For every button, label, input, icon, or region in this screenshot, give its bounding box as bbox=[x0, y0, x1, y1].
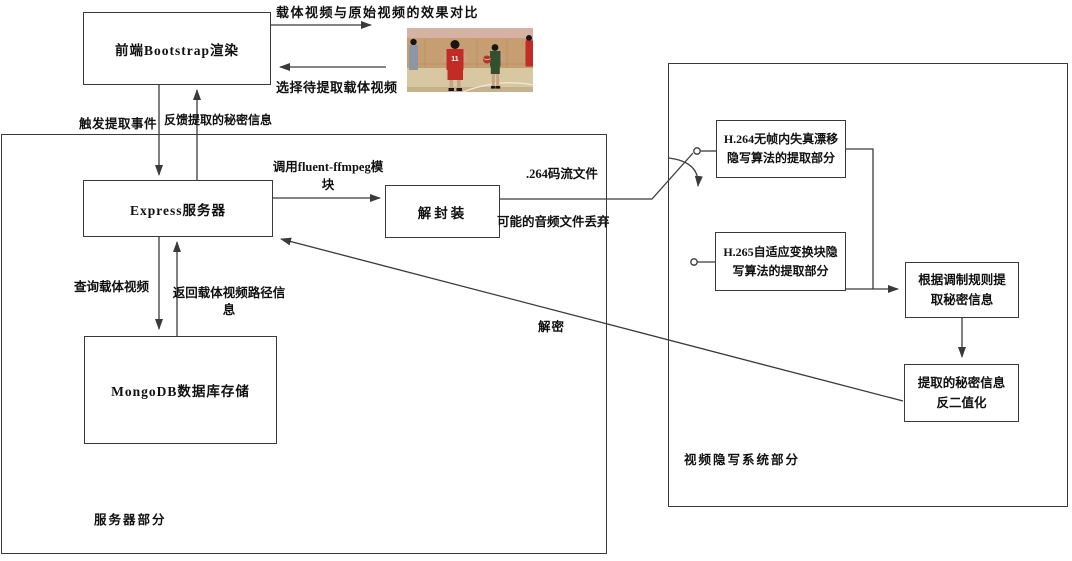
node-express-server: Express服务器 bbox=[83, 180, 273, 237]
edge-label-feedback-secret: 反馈提取的秘密信息 bbox=[164, 113, 273, 127]
photo-player-right-edge bbox=[525, 35, 533, 67]
photo-bystander bbox=[409, 45, 418, 70]
switch-contact-h264 bbox=[693, 147, 701, 155]
photo-bystander-head bbox=[410, 38, 417, 46]
edge-label-call-ffmpeg-line2: 块 bbox=[321, 178, 335, 193]
arrow-decrypt-to-express bbox=[280, 237, 904, 402]
stego-system-container bbox=[668, 63, 1068, 507]
line-demux-to-switch bbox=[500, 152, 694, 200]
edge-label-264-stream: .264码流文件 bbox=[526, 167, 598, 181]
edge-label-compare-effect: 载体视频与原始视频的效果对比 bbox=[276, 5, 480, 20]
switch-toggle-arc bbox=[668, 157, 703, 187]
photo-player-red: 11 bbox=[443, 40, 467, 91]
edge-label-call-ffmpeg-line1: 调用fluent-ffmpeg模 bbox=[272, 160, 384, 174]
edge-label-query-video: 查询载体视频 bbox=[74, 280, 150, 294]
node-h264-extract: H.264无帧内失真漂移隐写算法的提取部分 bbox=[716, 120, 846, 178]
line-h264-to-junction bbox=[845, 148, 874, 289]
server-section-container bbox=[1, 134, 607, 554]
edge-label-decrypt: 解密 bbox=[538, 320, 566, 334]
switch-contact-h265 bbox=[690, 258, 698, 266]
edge-label-return-path: 返回载体视频路径信 息 bbox=[165, 285, 293, 319]
node-demux: 解封装 bbox=[385, 185, 500, 238]
basketball-video-thumbnail: 11 bbox=[407, 28, 533, 92]
edge-label-select-video: 选择待提取载体视频 bbox=[276, 80, 398, 95]
edge-label-return-path-line2: 息 bbox=[222, 302, 236, 317]
node-h265-extract: H.265自适应变换块隐写算法的提取部分 bbox=[715, 232, 846, 291]
edge-label-return-path-line1: 返回载体视频路径信 bbox=[172, 286, 286, 300]
stego-system-label: 视频隐写系统部分 bbox=[684, 453, 801, 467]
photo-player-green bbox=[483, 44, 503, 89]
node-debinarize: 提取的秘密信息反二值化 bbox=[904, 364, 1019, 422]
edge-label-call-ffmpeg: 调用fluent-ffmpeg模 块 bbox=[262, 158, 394, 194]
server-section-label: 服务器部分 bbox=[94, 513, 167, 527]
edge-label-trigger-event: 触发提取事件 bbox=[79, 117, 158, 131]
node-frontend-bootstrap: 前端Bootstrap渲染 bbox=[83, 12, 271, 85]
photo-wall-top bbox=[407, 28, 533, 40]
photo-jersey-number: 11 bbox=[451, 56, 459, 63]
node-mongodb-storage: MongoDB数据库存储 bbox=[84, 336, 277, 444]
node-modulation-extract: 根据调制规则提取秘密信息 bbox=[905, 262, 1019, 318]
edge-label-audio-discard: 可能的音频文件丢弃 bbox=[497, 215, 610, 229]
photo-wall bbox=[407, 38, 533, 68]
